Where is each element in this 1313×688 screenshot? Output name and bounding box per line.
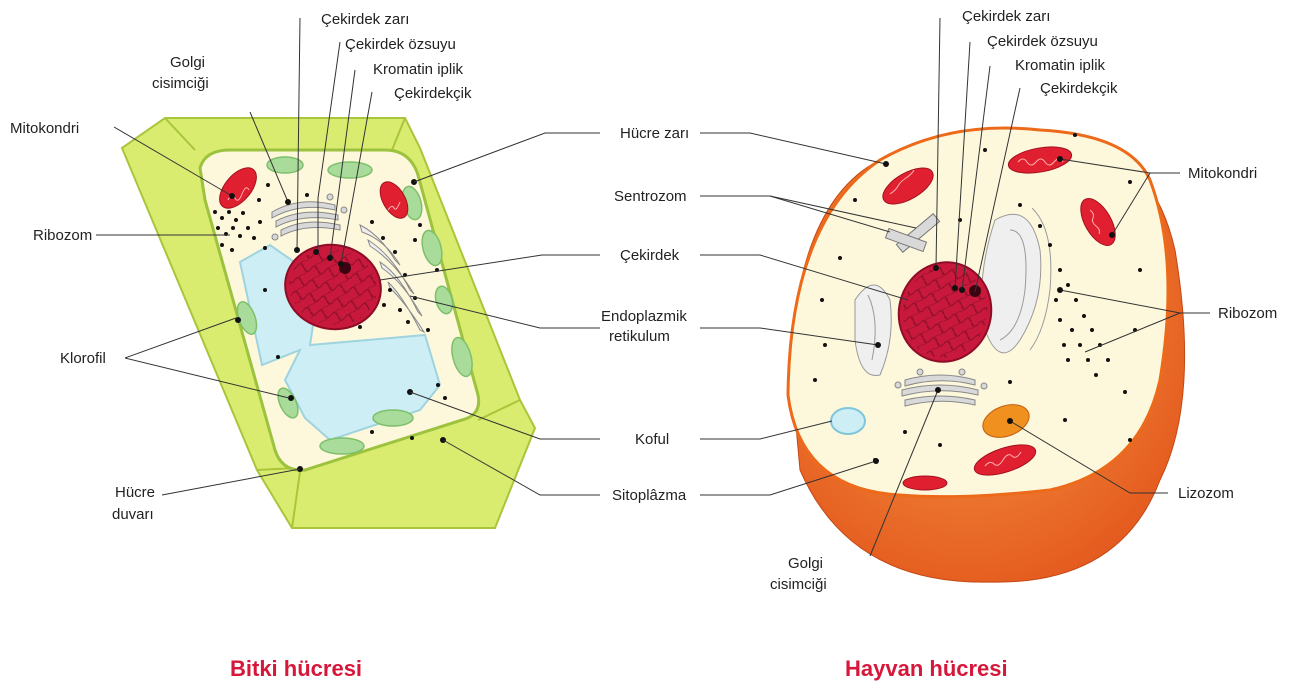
plant-label-cekirdek-ozsuyu: Çekirdek özsuyu	[345, 36, 456, 53]
animal-vacuole	[831, 408, 865, 434]
animal-label-golgi-line2: cisimciği	[770, 576, 827, 593]
plant-label-klorofil: Klorofil	[60, 350, 106, 367]
animal-title: Hayvan hücresi	[845, 656, 1008, 681]
animal-label-mitokondri: Mitokondri	[1188, 165, 1257, 182]
plant-label-hucre-duvari-line1: Hücre	[115, 484, 155, 501]
plant-label-hucre-duvari-line2: duvarı	[112, 506, 154, 523]
plant-label-cekirdek-zari: Çekirdek zarı	[321, 11, 409, 28]
animal-cell	[788, 128, 1185, 582]
label-sentrozom: Sentrozom	[614, 188, 687, 205]
animal-label-kromatin-iplik: Kromatin iplik	[1015, 57, 1106, 74]
label-koful: Koful	[635, 431, 669, 448]
label-er-line2: retikulum	[609, 328, 670, 345]
plant-label-cekirdekcik: Çekirdekçik	[394, 85, 472, 102]
plant-label-mitokondri: Mitokondri	[10, 120, 79, 137]
animal-label-cekirdek-ozsuyu: Çekirdek özsuyu	[987, 33, 1098, 50]
plant-label-ribozom: Ribozom	[33, 227, 92, 244]
plant-label-kromatin-iplik: Kromatin iplik	[373, 61, 464, 78]
label-sitoplazma: Sitoplâzma	[612, 487, 687, 504]
shared-labels: Hücre zarı Sentrozom Çekirdek Endoplazmi…	[601, 125, 689, 504]
animal-label-cekirdek-zari: Çekirdek zarı	[962, 8, 1050, 25]
animal-label-lizozom: Lizozom	[1178, 485, 1234, 502]
plant-cell	[122, 118, 535, 528]
plant-label-golgi-line2: cisimciği	[152, 75, 209, 92]
label-cekirdek: Çekirdek	[620, 247, 680, 264]
plant-title: Bitki hücresi	[230, 656, 362, 681]
animal-label-golgi-line1: Golgi	[788, 555, 823, 572]
label-hucre-zari: Hücre zarı	[620, 125, 689, 142]
label-er-line1: Endoplazmik	[601, 308, 687, 325]
plant-label-golgi-line1: Golgi	[170, 54, 205, 71]
animal-label-ribozom: Ribozom	[1218, 305, 1277, 322]
animal-label-cekirdekcik: Çekirdekçik	[1040, 80, 1118, 97]
